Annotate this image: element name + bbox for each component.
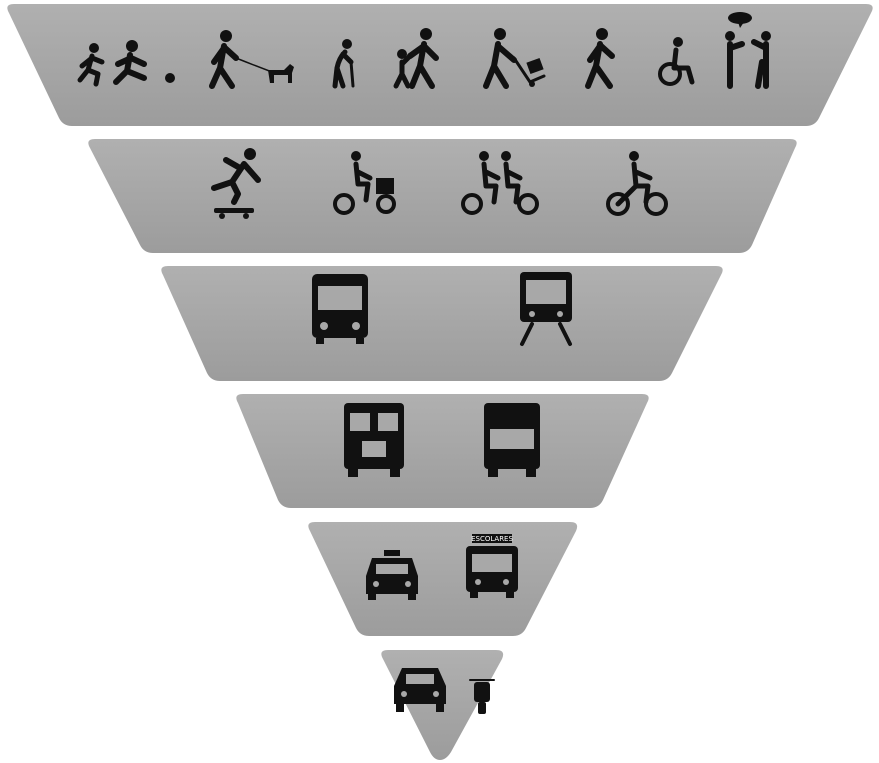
tier-2-skaters-cyclists bbox=[88, 139, 797, 253]
person-walking-dog-icon bbox=[209, 30, 294, 89]
school-bus-sign: ESCOLARES bbox=[471, 535, 513, 543]
person-walking-icon bbox=[585, 28, 615, 89]
child-kicking-ball-icon bbox=[113, 40, 175, 85]
wheelchair-user-icon bbox=[658, 37, 695, 86]
skateboarder-icon bbox=[211, 148, 261, 219]
tier-4-freight bbox=[236, 394, 649, 508]
cargo-bicycle-icon bbox=[333, 151, 396, 215]
ball-icon bbox=[165, 73, 175, 83]
person-pushing-hand-truck-icon bbox=[483, 28, 546, 89]
taxi-icon bbox=[366, 550, 418, 600]
cyclist-icon bbox=[606, 151, 668, 216]
school-bus-icon: ESCOLARES bbox=[466, 534, 518, 598]
elderly-person-cane-icon bbox=[332, 39, 355, 89]
truck-front-icon bbox=[344, 403, 404, 477]
car-icon bbox=[394, 668, 446, 712]
tier-5-taxi-schoolbus bbox=[308, 522, 578, 636]
tandem-bicycle-icon bbox=[461, 151, 539, 215]
motorcycle-icon bbox=[469, 679, 495, 714]
people-talking-icon bbox=[725, 12, 771, 89]
lorry-front-icon bbox=[484, 403, 540, 477]
child-running-icon bbox=[77, 43, 105, 87]
bus-icon bbox=[312, 274, 368, 344]
tier-3-public-transport bbox=[161, 266, 723, 381]
adult-walking-with-child-icon bbox=[393, 28, 439, 89]
train-icon bbox=[520, 272, 572, 346]
